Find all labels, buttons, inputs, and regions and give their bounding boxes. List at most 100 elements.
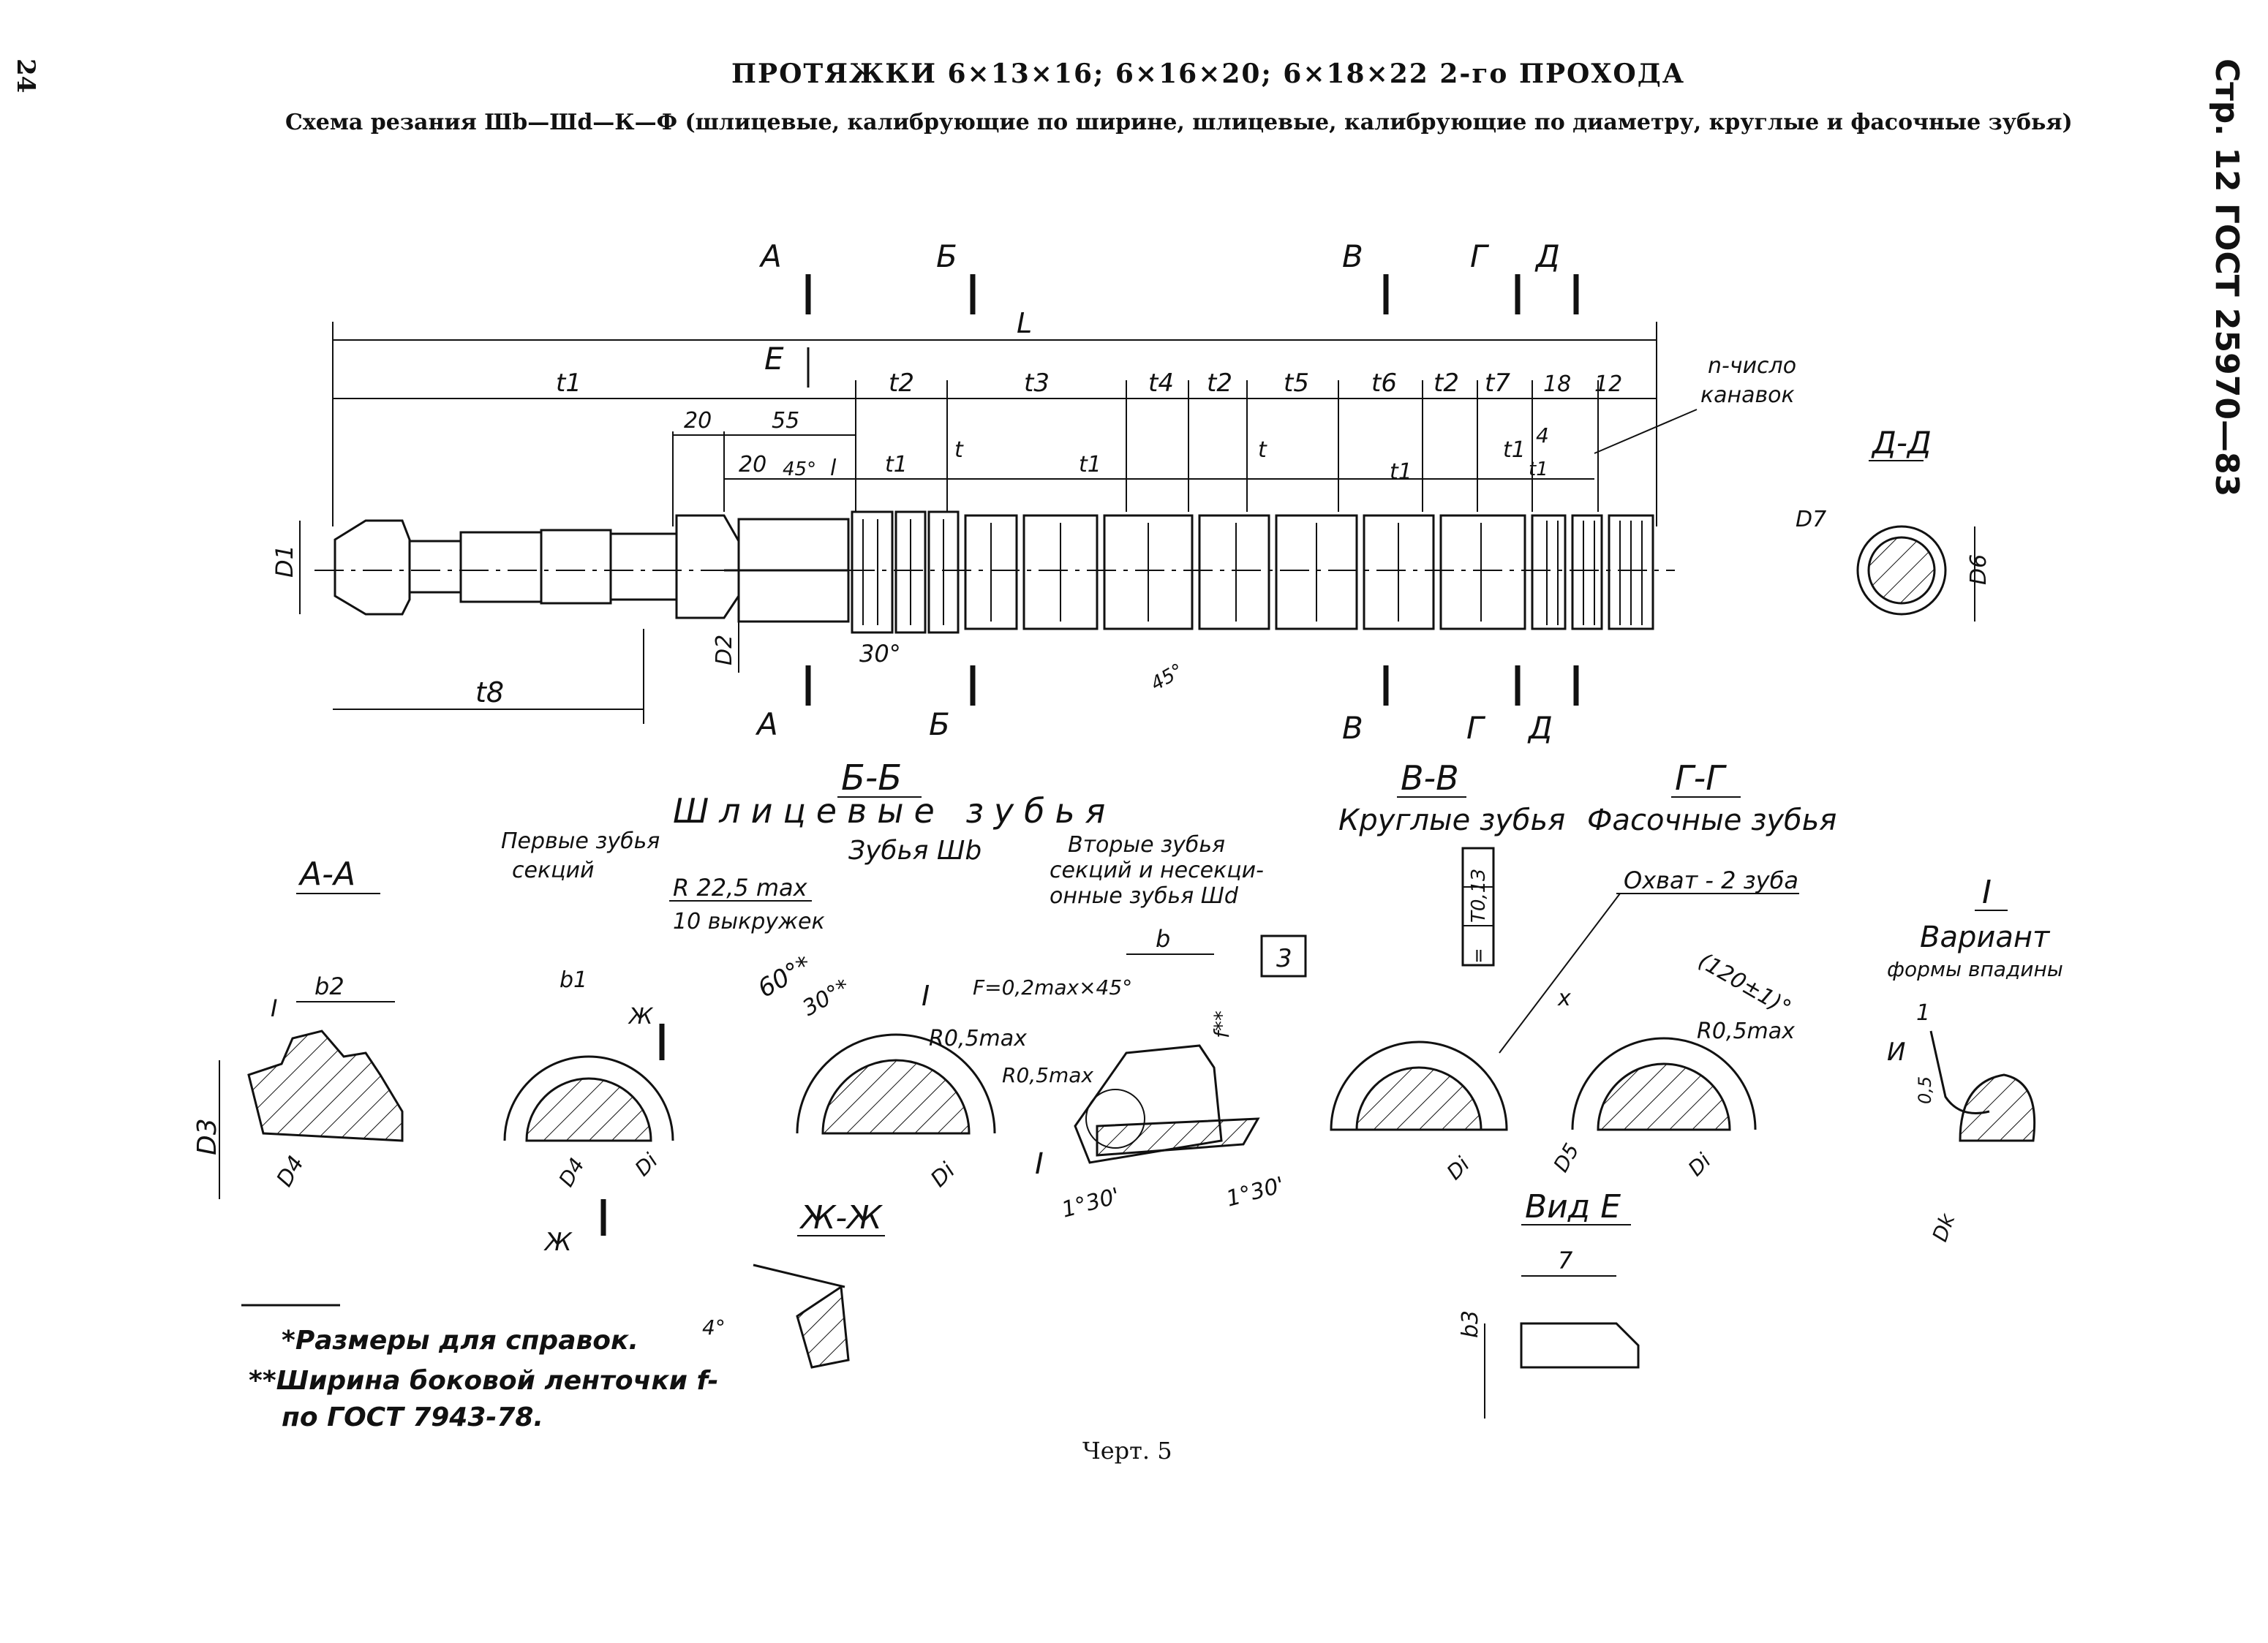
broach-main-view: L t1 t2 t3 t4 t2 t5 t6 t2 t7 18 12 20 [271,238,1796,746]
svg-text:И: И [1887,1038,1905,1067]
grooves-note-line1: n-число [1708,353,1796,379]
page-title: ПРОТЯЖКИ 6×13×16; 6×16×20; 6×18×22 2-го … [731,58,1686,89]
note-2b: по ГОСТ 7943-78. [282,1402,543,1432]
figure-caption: Черт. 5 [1082,1437,1172,1465]
dim-t1: t1 [556,369,581,398]
section-aa-title: А-А [298,856,355,893]
dim-t1-d: t1 [1503,437,1526,463]
section-second-teeth: Вторые зубья секций и несекци- онные зуб… [973,832,1307,1223]
dim-45-deg: 45° [1148,660,1188,695]
section-bb-subtitle: Шлицевые зубья [673,791,1115,831]
svg-text:Зубья Шb: Зубья Шb [848,836,982,866]
svg-text:Г: Г [1470,238,1490,274]
dim-4: 4 [1536,423,1549,447]
dim-t1-e: t1 [1529,458,1548,480]
view-e: Вид Е 7 b3 [1458,1188,1640,1419]
svg-text:D6: D6 [1966,554,1992,585]
grooves-note-line2: канавок [1700,382,1795,408]
dim-t-b: t [1258,437,1267,463]
svg-text:b1: b1 [560,967,587,993]
svg-text:b3: b3 [1458,1310,1483,1338]
section-dd-title: Д-Д [1871,425,1932,461]
svg-text:З: З [1468,869,1490,881]
svg-text:Г: Г [1466,710,1486,746]
svg-text:=: = [1468,948,1490,964]
svg-text:Ж-Ж: Ж-Ж [799,1199,883,1236]
svg-text:D4: D4 [272,1152,309,1191]
svg-text:Б: Б [936,238,957,274]
svg-text:R0,5max: R0,5max [1002,1063,1093,1087]
svg-text:f**: f** [1210,1011,1234,1038]
svg-text:x: x [1557,986,1571,1011]
section-vv-subtitle: Круглые зубья [1338,804,1565,837]
view-arrow-e: Е [764,341,784,377]
note-1: *Размеры для справок. [282,1326,638,1356]
dim-l: l [830,456,837,481]
svg-text:D7: D7 [1796,507,1826,532]
dim-18: 18 [1543,371,1571,397]
svg-text:Di: Di [1684,1149,1716,1181]
svg-text:Ж: Ж [543,1228,573,1257]
dim-D1: D1 [271,545,298,578]
section-vv: = Т0,1 З Di [1330,847,1508,1185]
svg-text:b: b [1156,925,1170,953]
svg-text:1°30': 1°30' [1059,1183,1123,1223]
svg-text:Dk: Dk [1928,1209,1961,1244]
svg-text:Di: Di [926,1157,960,1192]
dim-20-a: 20 [684,408,712,434]
svg-text:Вид Е: Вид Е [1525,1188,1621,1225]
section-bb-title: Б-Б [841,758,902,798]
section-vv-title: В-В [1401,758,1459,798]
svg-text:секций: секций [512,858,595,883]
dim-55: 55 [772,408,799,434]
section-marks-bottom: А Б В Г Д [755,665,1579,746]
svg-text:D3: D3 [192,1118,222,1155]
svg-text:1: 1 [1916,1000,1930,1026]
svg-text:онные зубья Шd: онные зубья Шd [1050,883,1239,909]
dim-L: L [1017,307,1032,339]
svg-text:Б: Б [929,706,950,742]
svg-text:3: 3 [1276,944,1292,973]
svg-text:R 22,5 max: R 22,5 max [673,874,808,902]
svg-text:Д: Д [1534,238,1560,274]
svg-text:I: I [1982,874,1992,911]
dim-45: 45° [783,458,816,480]
svg-text:Т0,1: Т0,1 [1468,881,1490,923]
section-gg-title: Г-Г [1675,758,1727,798]
dim-t2-c: t2 [1433,369,1459,398]
svg-text:формы впадины: формы впадины [1887,957,2063,981]
detail-i: I Вариант формы впадины 1 И 0,5 Dk [1887,874,2063,1244]
svg-text:А: А [758,238,782,274]
section-marks-top: А Б В Г Д [758,238,1579,314]
svg-text:В: В [1342,710,1363,746]
svg-text:R0,5max: R0,5max [1697,1019,1795,1044]
dim-t7: t7 [1485,369,1510,398]
svg-text:Охват - 2 зуба: Охват - 2 зуба [1624,866,1798,894]
svg-text:(120±1)°: (120±1)° [1694,948,1796,1021]
dim-t2-b: t2 [1207,369,1232,398]
svg-text:Вариант: Вариант [1920,921,2051,954]
svg-text:Di: Di [630,1149,663,1181]
note-2a: **Ширина боковой ленточки f- [249,1366,718,1396]
dim-t4: t4 [1148,369,1174,398]
svg-text:Di: Di [1442,1152,1474,1185]
svg-text:D4: D4 [554,1154,589,1191]
svg-text:30°*: 30°* [799,975,855,1021]
svg-text:I: I [271,994,277,1022]
dim-t6: t6 [1371,369,1397,398]
dim-30-deg: 30° [859,640,901,668]
svg-text:R0,5max: R0,5max [929,1026,1027,1051]
dim-t1-b: t1 [1079,452,1101,477]
svg-text:В: В [1342,238,1363,274]
dim-t1-a: t1 [885,452,908,477]
dim-t5: t5 [1284,369,1309,398]
dim-t1-c: t1 [1390,459,1412,485]
dim-t2-a: t2 [889,369,914,398]
svg-text:0,5: 0,5 [1915,1076,1935,1104]
section-aa: А-А b2 I D3 D4 [192,856,404,1199]
section-bb-first: Первые зубья секций R 22,5 max 10 выкруж… [501,828,825,1257]
dim-20-b: 20 [739,452,766,477]
section-gg-subtitle: Фасочные зубья [1587,804,1836,837]
svg-text:10 выкружек: 10 выкружек [673,909,825,934]
section-gg: Охват - 2 зуба (120±1)° R0,5max x D5 Di [1499,866,1799,1181]
